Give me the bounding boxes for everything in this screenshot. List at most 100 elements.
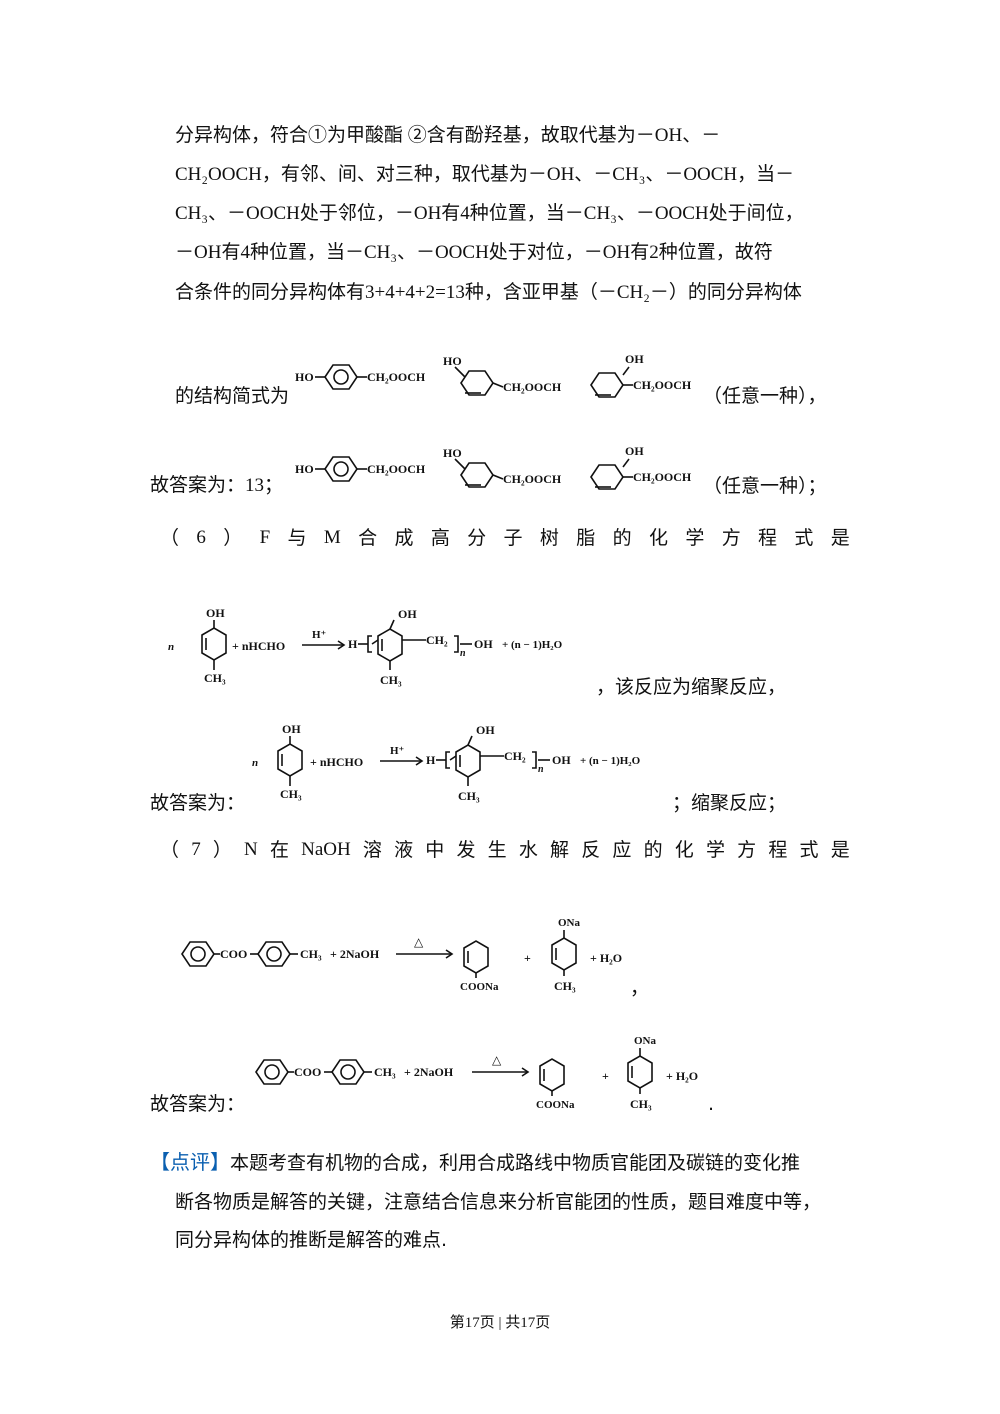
hcho-label: + nHCHO	[310, 755, 363, 769]
ho-label: HO	[443, 354, 462, 368]
water-label: + H₂O	[666, 1069, 698, 1083]
question-7-char: 发	[456, 839, 476, 861]
delta-label: △	[414, 935, 424, 949]
answer-5-post: （任意一种）；	[703, 475, 827, 497]
ch3-label: CH₃	[630, 1097, 652, 1111]
h-label: H	[348, 637, 358, 651]
hplus-label: H⁺	[312, 629, 327, 641]
oh-label: OH	[476, 723, 495, 737]
comment-line-2: 断各物质是解答的关键，注意结合信息来分析官能团的性质，题目难度中等，	[175, 1191, 822, 1213]
ch3-label: CH₃	[458, 789, 480, 803]
n-coefficient: n	[252, 757, 258, 769]
question-7-char: 的	[643, 839, 663, 861]
hydrolysis-equation-1: COO CH₃ + 2NaOH △ COONa + ONa CH₃ + H₂O	[181, 917, 622, 993]
question-7-char: 学	[705, 839, 725, 861]
ch2oocch-label: CH₂OOCH	[367, 462, 426, 476]
answer-7-post: .	[708, 1093, 715, 1115]
n-subscript: n	[460, 648, 466, 659]
para-isomer: HO CH₂OOCH	[295, 364, 426, 390]
text-line-4: －OH有4种位置，当－CH₃、－OOCH处于对位，－OH有2种位置，故符	[175, 242, 773, 263]
question-7-char: 程	[768, 839, 788, 861]
comment-text-1: 本题考查有机物的合成，利用合成路线中物质官能团及碳链的变化推	[230, 1152, 801, 1174]
oh-label: OH	[625, 352, 644, 366]
oh-end-label: OH	[474, 637, 493, 651]
question-7-char: 化	[674, 839, 694, 861]
question-7-char: 解	[550, 839, 570, 861]
ho-label: HO	[295, 370, 314, 384]
ch2oocch-label: CH₂OOCH	[633, 378, 692, 392]
question-6-char: 高	[430, 527, 450, 549]
text-line-6-pre: 的结构简式为	[175, 385, 290, 407]
answer-6-pre: 故答案为：	[150, 792, 246, 814]
question-7-char: 液	[394, 839, 414, 861]
isomer-structures-1: HO CH₂OOCH HO CH₂OOCH OH CH₂OOCH	[295, 352, 692, 398]
text-line-6-post: （任意一种），	[703, 385, 827, 407]
oh-label: OH	[282, 722, 301, 736]
meta-isomer: HO CH₂OOCH	[443, 446, 562, 488]
ho-label: HO	[295, 462, 314, 476]
page-footer: 第17页 | 共17页	[449, 1315, 551, 1331]
polycondensation-equation-1: n OH CH₃ + nHCHO H⁺ H OH CH₂ n OH + (n −…	[168, 606, 563, 687]
ch2-label: CH₂	[504, 749, 526, 763]
comment-line-1: 【点评】本题考查有机物的合成，利用合成路线中物质官能团及碳链的变化推	[150, 1150, 800, 1175]
ch2oocch-label: CH₂OOCH	[633, 470, 692, 484]
ortho-isomer: OH CH₂OOCH	[590, 352, 692, 398]
naoh-label: + 2NaOH	[404, 1065, 454, 1079]
question-6-char: ）	[223, 527, 243, 549]
polycondensation-equation-2: n OH CH₃ + nHCHO H⁺ H OH CH₂ n OH + (n −…	[252, 722, 641, 803]
text-line-5: 合条件的同分异构体有3+4+4+2=13种，含亚甲基（－CH₂－）的同分异构体	[175, 282, 802, 303]
question-7-char: 水	[518, 839, 538, 861]
h-label: H	[426, 753, 436, 767]
question-7-char: 生	[487, 839, 507, 861]
naoh-label: + 2NaOH	[330, 947, 380, 961]
question-7-char: 7	[191, 839, 201, 860]
question-6-char: 子	[503, 527, 523, 549]
delta-label: △	[492, 1053, 502, 1067]
plus-label: +	[602, 1069, 609, 1083]
question-7-char: 中	[425, 839, 445, 861]
ch3-label: CH₃	[300, 947, 322, 961]
ho-label: HO	[443, 446, 462, 460]
ch3-label: CH₃	[204, 671, 226, 685]
question-6-post: ，该反应为缩聚反应，	[596, 676, 787, 698]
text-line-2: CH₂OOCH，有邻、间、对三种，取代基为－OH、－CH₃、－OOCH，当－	[175, 164, 795, 185]
question-7-char: NaOH	[301, 839, 351, 860]
oh-label: OH	[398, 607, 417, 621]
question-6-char: 6	[196, 527, 206, 548]
water-label: + (n − 1)H₂O	[502, 639, 563, 651]
hcho-label: + nHCHO	[232, 639, 285, 653]
hydrolysis-equation-2: COO CH₃ + 2NaOH △ COONa + ONa CH₃ + H₂O	[255, 1035, 698, 1111]
ortho-isomer: OH CH₂OOCH	[590, 444, 692, 490]
question-6-char: 树	[539, 527, 559, 549]
question-7-char: 式	[799, 839, 819, 861]
plus-label: +	[524, 951, 531, 965]
question-6-char: 与	[287, 527, 307, 549]
ch2oocch-label: CH₂OOCH	[503, 380, 562, 394]
oh-end-label: OH	[552, 753, 571, 767]
para-isomer: HO CH₂OOCH	[295, 456, 426, 482]
question-6-char: F	[259, 527, 271, 548]
ona-label: ONa	[558, 917, 581, 929]
question-6-char: 化	[648, 527, 668, 549]
comment-label: 【点评】	[150, 1150, 230, 1174]
question-6-char: 是	[830, 527, 850, 549]
answer-7-pre: 故答案为：	[150, 1093, 246, 1115]
ch3-label: CH₃	[554, 979, 576, 993]
meta-isomer: HO CH₂OOCH	[443, 354, 562, 396]
question-6-char: M	[323, 527, 341, 548]
question-7-char: 在	[269, 839, 289, 861]
question-6-char: 脂	[576, 527, 596, 549]
question-6-char: 合	[358, 527, 378, 549]
question-6-char: 学	[685, 527, 705, 549]
ch3-label: CH₃	[374, 1065, 396, 1079]
ch2oocch-label: CH₂OOCH	[503, 472, 562, 486]
question-6-char: 成	[394, 527, 414, 549]
coona-label: COONa	[536, 1099, 575, 1111]
question-7-char: 溶	[362, 839, 382, 861]
water-label: + (n − 1)H₂O	[580, 755, 641, 767]
question-7-char: 应	[612, 839, 632, 861]
hplus-label: H⁺	[390, 745, 405, 757]
question-7-char: （	[160, 839, 180, 861]
question-6-char: 程	[758, 527, 778, 549]
